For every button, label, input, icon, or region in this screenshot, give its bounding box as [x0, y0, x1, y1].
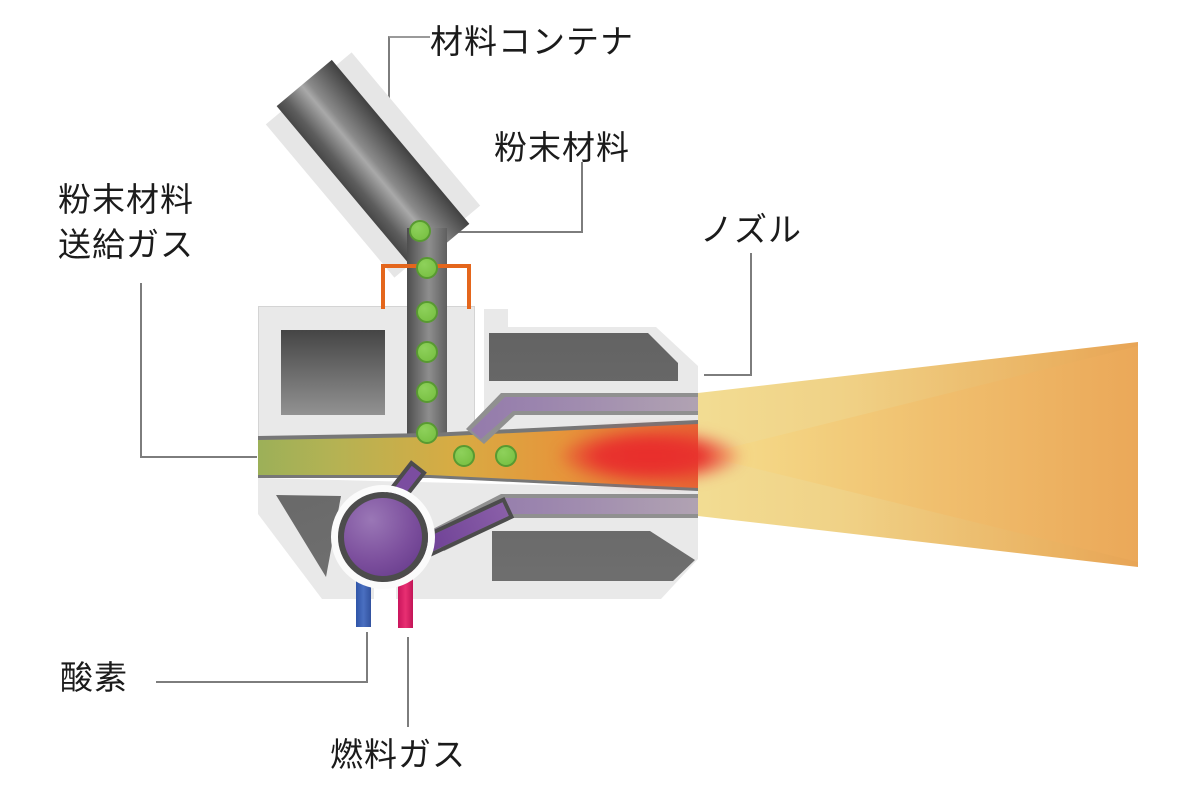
label-fuel-gas: 燃料ガス: [330, 736, 466, 773]
pipe-gap-notch: [374, 578, 396, 600]
mixing-chamber: [338, 492, 428, 582]
powder-particle-dot: [495, 445, 517, 467]
gun-body-upper-left-core: [281, 330, 385, 415]
leader-fuel-gas: [407, 637, 411, 727]
leader-material-container: [388, 36, 430, 150]
powder-particle-dot: [416, 381, 438, 403]
powder-particle-dot: [416, 257, 438, 279]
powder-particle-dot: [453, 445, 475, 467]
leader-powder-material: [432, 162, 583, 233]
leader-oxygen: [156, 632, 368, 683]
label-feed-gas: 粉末材料 送給ガス: [58, 181, 194, 263]
combustion-hot-zone: [555, 427, 745, 485]
fuel-gas-pipe: [398, 570, 413, 628]
label-powder-material: 粉末材料: [494, 129, 630, 166]
oxygen-pipe: [356, 570, 371, 627]
label-nozzle: ノズル: [700, 211, 802, 248]
label-oxygen: 酸素: [60, 659, 128, 696]
powder-particle-dot: [416, 422, 438, 444]
powder-particle-dot: [416, 341, 438, 363]
powder-particle-dot: [409, 220, 431, 242]
leader-feed-gas: [140, 283, 257, 458]
label-material-container: 材料コンテナ: [430, 23, 634, 60]
leader-nozzle: [704, 253, 752, 376]
powder-particle-dot: [416, 301, 438, 323]
